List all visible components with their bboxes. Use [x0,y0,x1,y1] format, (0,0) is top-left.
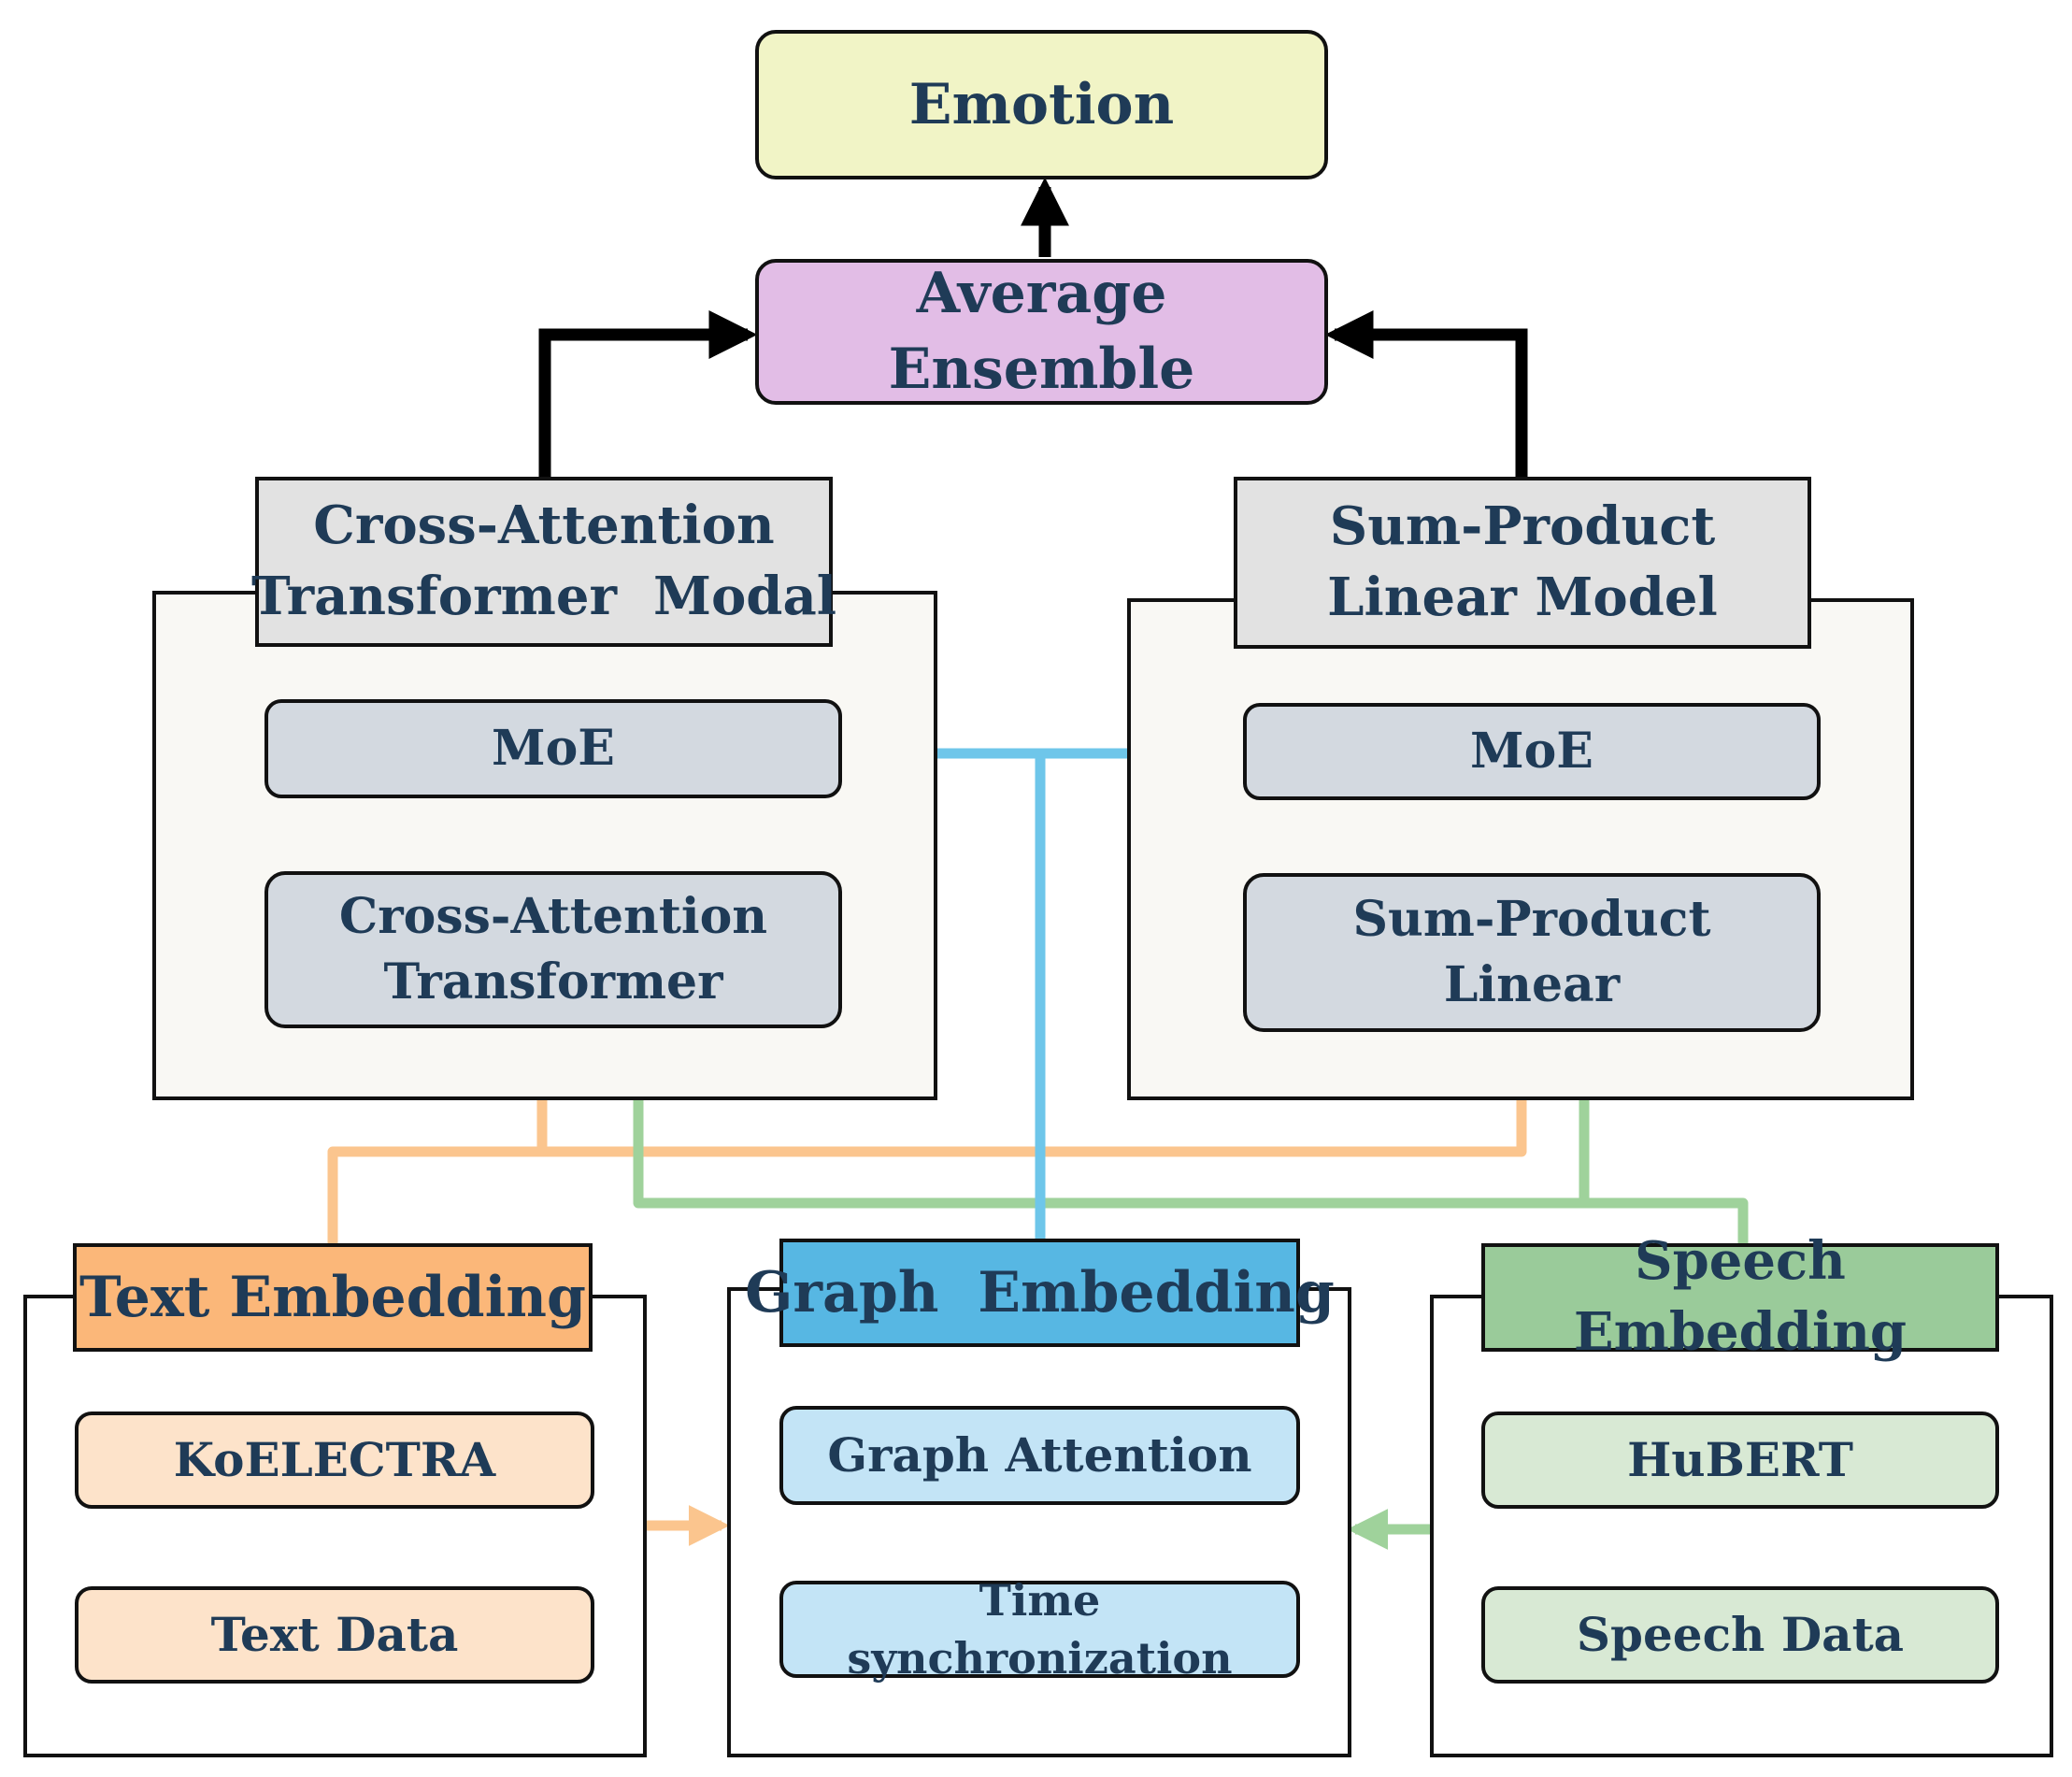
average-ensemble-node: Average Ensemble [755,259,1328,405]
right-moe-node: MoE [1243,703,1821,800]
graph-attention-node: Graph Attention [779,1406,1300,1505]
graph-embedding-label: Graph Embedding [745,1259,1335,1326]
speech-data-label: Speech Data [1576,1607,1905,1663]
graph-attention-label: Graph Attention [827,1427,1252,1483]
average-ensemble-label: Average Ensemble [888,261,1195,402]
cross-attention-transformer-line2: Transformer [383,953,723,1010]
cross-attention-transformer-node: Cross-Attention Transformer [264,871,842,1028]
text-embedding-title: Text Embedding [73,1243,593,1352]
cross-attention-model-title: Cross-Attention Transformer Modal [251,477,836,647]
sum-product-linear-node: Sum-Product Linear [1243,873,1821,1032]
time-synchronization-node: Time synchronization [779,1575,1300,1684]
sum-product-linear-line2: Linear [1443,956,1621,1013]
emotion-node: Emotion [755,30,1328,179]
hubert-label: HuBERT [1627,1432,1853,1488]
sum-product-model-title: Sum-Product Linear Model [1234,477,1811,649]
left-model-to-ensemble-arrow [538,310,758,477]
sum-product-model-title-line1: Sum-Product [1329,495,1716,558]
text-data-node: Text Data [75,1586,594,1684]
sum-product-model-title-line2: Linear Model [1327,566,1718,628]
emotion-label: Emotion [908,71,1175,137]
time-synchronization-label: Time synchronization [847,1574,1233,1684]
left-moe-node: MoE [264,699,842,798]
koelectra-node: KoELECTRA [75,1412,594,1509]
right-moe-label: MoE [1470,722,1593,780]
speech-data-node: Speech Data [1481,1586,1999,1684]
graph-embedding-title: Graph Embedding [745,1239,1335,1347]
text-embedding-panel [23,1295,647,1757]
speech-embedding-title: Speech Embedding [1481,1230,1999,1363]
sum-product-linear-line1: Sum-Product [1352,890,1711,948]
cross-attention-model-title-line2: Transformer Modal [251,566,837,627]
hubert-node: HuBERT [1481,1412,1999,1509]
speech-embedding-label: Speech Embedding [1573,1230,1908,1363]
left-moe-label: MoE [492,719,615,777]
koelectra-label: KoELECTRA [173,1432,496,1488]
cross-attention-model-title-line1: Cross-Attention [313,494,775,557]
text-data-label: Text Data [210,1607,459,1663]
speech-to-models-arrow [618,1034,1749,1243]
text-embedding-label: Text Embedding [79,1264,586,1330]
right-model-to-ensemble-arrow [1324,310,1528,477]
cross-attention-transformer-line1: Cross-Attention [338,887,768,945]
